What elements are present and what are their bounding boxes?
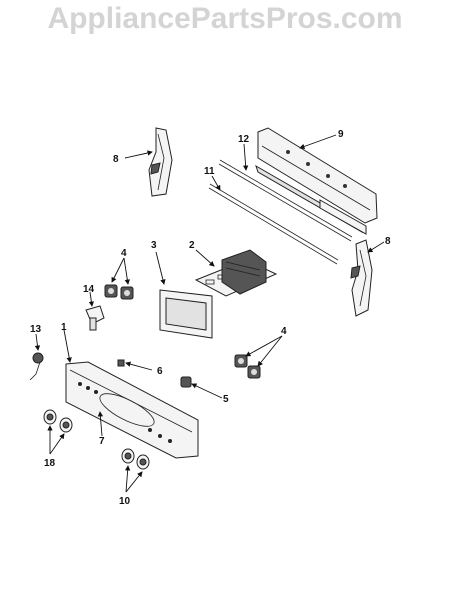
part-display-board: [194, 249, 278, 297]
part-end-bracket-right: [350, 239, 373, 317]
part-screw: [117, 359, 125, 367]
callout-10: 10: [119, 496, 131, 507]
callout-8-left: 8: [113, 154, 119, 165]
part-light-socket: [29, 352, 44, 381]
callout-11: 11: [204, 166, 215, 177]
part-rear-panel: [255, 127, 378, 235]
part-end-bracket-left: [148, 127, 173, 197]
callout-6: 6: [157, 366, 163, 377]
leader-lines: [34, 134, 385, 493]
callout-5: 5: [223, 394, 229, 405]
callout-14: 14: [83, 284, 95, 295]
part-knob-clips-lower: [234, 354, 261, 379]
callout-4-lower: 4: [281, 326, 287, 337]
callout-18: 18: [44, 458, 56, 469]
callout-labels: 8 9 12 11 8 2 3 4 14 13 1 4 6 5 7 18 10: [30, 129, 391, 507]
part-knob-clips-upper: [104, 284, 134, 300]
callout-3: 3: [151, 240, 157, 251]
callout-12: 12: [238, 134, 250, 145]
part-display-bezel: [159, 289, 213, 339]
callout-2: 2: [189, 240, 195, 251]
callout-9: 9: [338, 129, 344, 140]
part-switch: [85, 305, 105, 331]
part-trim-strip-upper: [218, 159, 353, 242]
callout-1: 1: [61, 322, 67, 333]
part-control-panel: [65, 361, 199, 459]
callout-13: 13: [30, 324, 42, 335]
callout-8-right: 8: [385, 236, 391, 247]
watermark-logo: AppliancePartsPros.com: [47, 2, 403, 35]
callout-4-upper: 4: [121, 248, 127, 259]
callout-7: 7: [99, 436, 105, 447]
part-clip: [180, 376, 192, 388]
part-knobs-right: [121, 448, 150, 470]
part-trim-strip-lower: [208, 183, 339, 265]
part-knobs-left: [43, 409, 73, 433]
